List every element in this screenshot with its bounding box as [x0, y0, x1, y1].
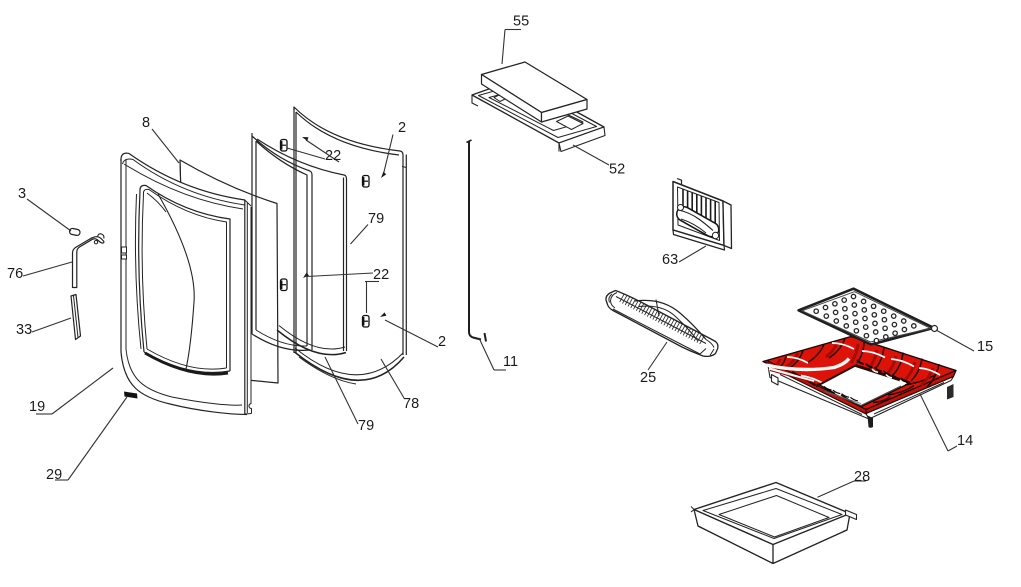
svg-text:79: 79 [358, 418, 374, 434]
svg-text:14: 14 [957, 433, 973, 449]
svg-text:8: 8 [142, 115, 150, 131]
svg-text:79: 79 [368, 211, 384, 227]
svg-text:11: 11 [503, 354, 518, 370]
svg-text:76: 76 [7, 266, 23, 282]
svg-text:15: 15 [977, 339, 993, 355]
svg-text:33: 33 [16, 322, 32, 338]
svg-text:55: 55 [513, 14, 529, 30]
svg-text:63: 63 [662, 252, 678, 268]
svg-text:22: 22 [373, 267, 389, 283]
svg-text:28: 28 [854, 469, 870, 485]
svg-text:2: 2 [438, 334, 446, 350]
svg-text:29: 29 [46, 467, 62, 483]
svg-text:52: 52 [609, 162, 625, 178]
svg-text:78: 78 [403, 396, 419, 412]
svg-text:19: 19 [29, 399, 45, 415]
svg-text:25: 25 [640, 370, 656, 386]
svg-text:22: 22 [325, 148, 341, 164]
svg-text:3: 3 [18, 186, 26, 202]
svg-text:2: 2 [398, 120, 406, 136]
